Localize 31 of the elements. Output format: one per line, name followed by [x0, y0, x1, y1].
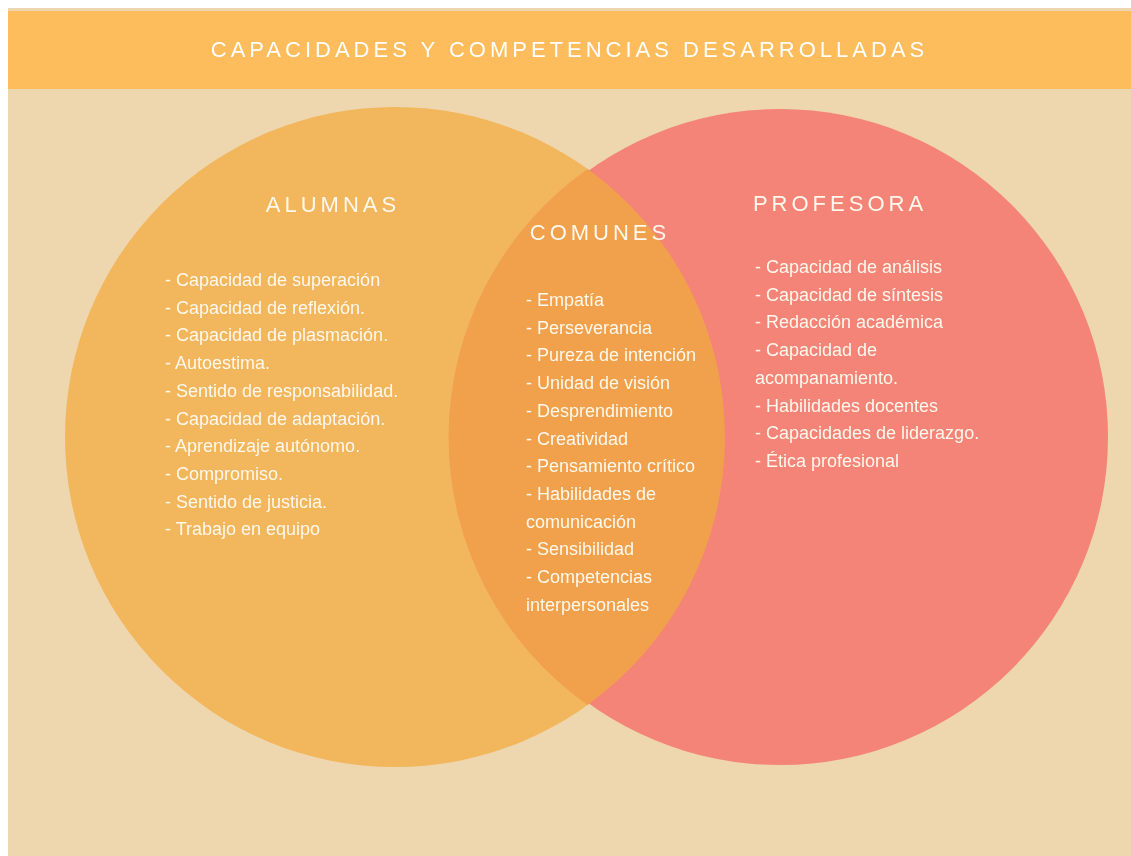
list-item: - Capacidad de análisis [755, 256, 943, 279]
list-item: - Sensibilidad [526, 538, 635, 562]
list-item: - Aprendizaje autónomo. [165, 435, 361, 459]
list-item: - Sentido de justicia. [165, 490, 328, 514]
list-item: - Sentido de responsabilidad. [165, 379, 399, 403]
list-item: - Pureza de intención [526, 344, 697, 368]
list-item: - Habilidades de comunicación [526, 482, 658, 534]
list-item: - Creatividad [526, 427, 629, 451]
list-item: - Competencias interpersonales [526, 566, 654, 617]
list-item: - Capacidad de adaptación. [165, 407, 386, 431]
list-item: - Autoestima. [165, 352, 271, 376]
list-item: - Capacidad de superación [165, 269, 381, 292]
heading: PROFESORA [752, 191, 928, 216]
list-item: - Compromiso. [165, 462, 284, 486]
list-item: - Redacción académica [755, 311, 944, 335]
heading: COMUNES [529, 220, 671, 245]
list-item: - Trabajo en equipo [165, 518, 321, 542]
list-item: - Capacidad de acompanamiento. [755, 339, 900, 390]
list-item: - Desprendimiento [526, 399, 674, 423]
list-item: - Capacidad de síntesis [755, 283, 944, 307]
list-item: - Empatía [526, 289, 605, 312]
list-item: - Capacidad de reflexión. [165, 296, 366, 320]
list-item: - Pensamiento crítico [526, 455, 696, 479]
title-banner: CAPACIDADES Y COMPETENCIAS DESARROLLADAS [8, 11, 1131, 89]
list-item: - Capacidad de plasmación. [165, 324, 389, 348]
list-item: - Unidad de visión [526, 372, 671, 396]
heading: ALUMNAS [265, 192, 401, 217]
list-item: - Habilidades docentes [755, 394, 939, 418]
list-item: - Ética profesional [755, 449, 900, 473]
list-item: - Perseverancia [526, 316, 653, 340]
list-item: - Capacidades de liderazgo. [755, 422, 980, 446]
